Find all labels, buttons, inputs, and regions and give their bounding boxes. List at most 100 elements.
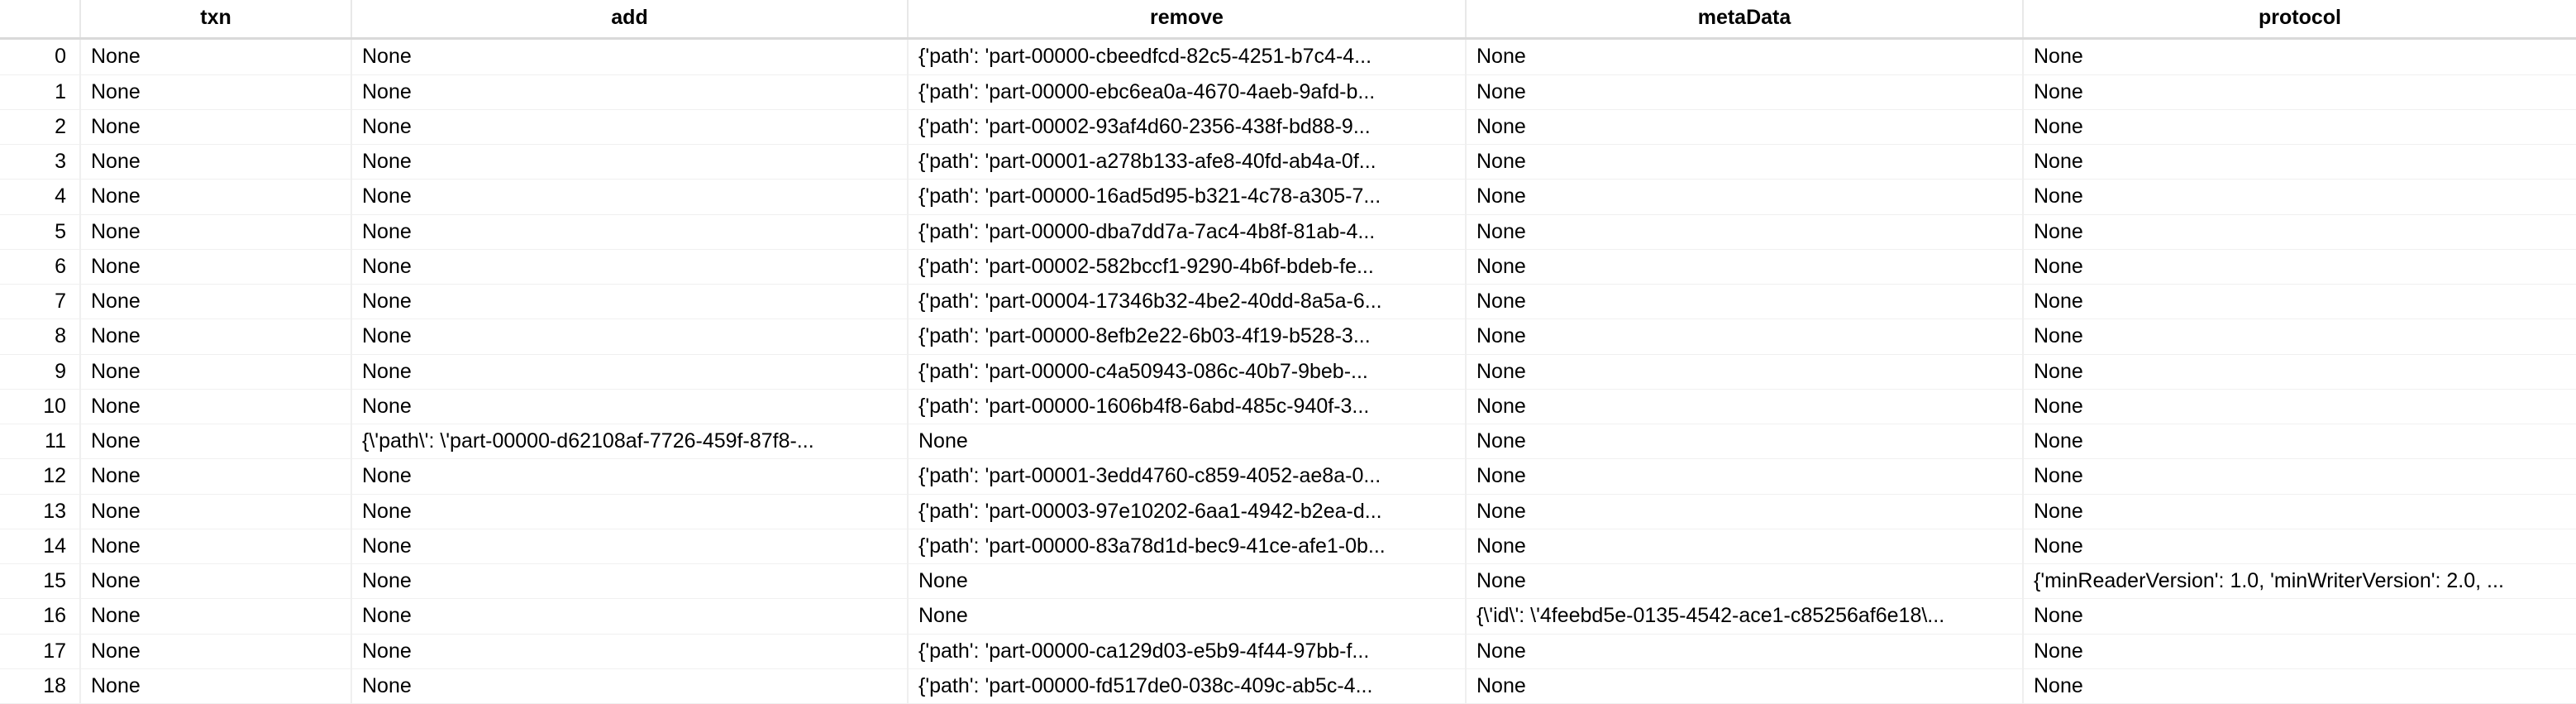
cell-protocol: None [2022,528,2576,564]
cell-protocol: None [2022,108,2576,145]
cell-protocol: None [2022,423,2576,459]
cell-remove: None [907,563,1466,599]
cell-remove: {'path': 'part-00000-c4a50943-086c-40b7-… [907,353,1466,390]
cell-remove: {'path': 'part-00000-ebc6ea0a-4670-4aeb-… [907,74,1466,110]
cell-protocol: None [2022,38,2576,74]
row-index: 13 [0,493,80,529]
cell-protocol: None [2022,388,2576,424]
row-index: 15 [0,563,80,599]
cell-protocol: None [2022,668,2576,704]
cell-remove: {'path': 'part-00000-ca129d03-e5b9-4f44-… [907,633,1466,669]
cell-metadata: None [1465,528,2023,564]
cell-metadata: None [1465,633,2023,669]
row-index: 4 [0,179,80,214]
cell-add: None [351,283,908,319]
table-row: 17 None None {'path': 'part-00000-ca129d… [0,633,2576,669]
row-index: 2 [0,108,80,145]
cell-remove: {'path': 'part-00000-83a78d1d-bec9-41ce-… [907,528,1466,564]
cell-txn: None [79,423,351,459]
table-row: 16 None None None {\'id\': \'4feebd5e-01… [0,598,2576,634]
row-index: 12 [0,458,80,494]
cell-add: None [351,633,908,669]
row-index: 0 [0,38,80,74]
row-index: 9 [0,353,80,390]
table-row: 8 None None {'path': 'part-00000-8efb2e2… [0,318,2576,354]
cell-add: None [351,353,908,390]
cell-txn: None [79,108,351,145]
column-header-protocol: protocol [2022,0,2576,41]
cell-remove: {'path': 'part-00000-1606b4f8-6abd-485c-… [907,388,1466,424]
cell-add: {\'path\': \'part-00000-d62108af-7726-45… [351,423,908,459]
cell-txn: None [79,563,351,599]
cell-remove: None [907,598,1466,634]
cell-remove: {'path': 'part-00001-a278b133-afe8-40fd-… [907,143,1466,180]
cell-txn: None [79,668,351,704]
table-row: 12 None None {'path': 'part-00001-3edd47… [0,458,2576,494]
table-row: 7 None None {'path': 'part-00004-17346b3… [0,283,2576,319]
cell-remove: {'path': 'part-00000-16ad5d95-b321-4c78-… [907,179,1466,214]
cell-add: None [351,213,908,250]
cell-metadata: None [1465,668,2023,704]
cell-txn: None [79,38,351,74]
row-index: 8 [0,318,80,354]
cell-metadata: None [1465,493,2023,529]
cell-txn: None [79,248,351,285]
cell-txn: None [79,213,351,250]
cell-add: None [351,318,908,354]
cell-add: None [351,248,908,285]
cell-txn: None [79,353,351,390]
cell-txn: None [79,598,351,634]
row-index: 1 [0,74,80,110]
cell-protocol: None [2022,353,2576,390]
row-index: 5 [0,213,80,250]
cell-add: None [351,108,908,145]
cell-metadata: None [1465,423,2023,459]
cell-txn: None [79,179,351,214]
cell-txn: None [79,74,351,110]
cell-protocol: {'minReaderVersion': 1.0, 'minWriterVers… [2022,563,2576,599]
cell-txn: None [79,633,351,669]
cell-add: None [351,493,908,529]
cell-metadata: None [1465,388,2023,424]
cell-txn: None [79,493,351,529]
table-row: 1 None None {'path': 'part-00000-ebc6ea0… [0,74,2576,110]
row-index: 18 [0,668,80,704]
row-index: 14 [0,528,80,564]
table-row: 3 None None {'path': 'part-00001-a278b13… [0,143,2576,180]
column-header-txn: txn [79,0,351,41]
table-row: 11 None {\'path\': \'part-00000-d62108af… [0,423,2576,459]
cell-protocol: None [2022,633,2576,669]
cell-protocol: None [2022,493,2576,529]
cell-remove: {'path': 'part-00003-97e10202-6aa1-4942-… [907,493,1466,529]
cell-add: None [351,528,908,564]
row-index: 3 [0,143,80,180]
table-row: 15 None None None None {'minReaderVersio… [0,563,2576,599]
table-row: 6 None None {'path': 'part-00002-582bccf… [0,248,2576,285]
cell-protocol: None [2022,74,2576,110]
cell-add: None [351,668,908,704]
table-row: 5 None None {'path': 'part-00000-dba7dd7… [0,213,2576,250]
cell-add: None [351,179,908,214]
cell-metadata: None [1465,248,2023,285]
cell-remove: None [907,423,1466,459]
cell-protocol: None [2022,248,2576,285]
cell-protocol: None [2022,143,2576,180]
cell-metadata: {\'id\': \'4feebd5e-0135-4542-ace1-c8525… [1465,598,2023,634]
cell-metadata: None [1465,143,2023,180]
cell-metadata: None [1465,108,2023,145]
cell-remove: {'path': 'part-00000-8efb2e22-6b03-4f19-… [907,318,1466,354]
cell-remove: {'path': 'part-00000-dba7dd7a-7ac4-4b8f-… [907,213,1466,250]
cell-add: None [351,458,908,494]
cell-protocol: None [2022,458,2576,494]
cell-protocol: None [2022,318,2576,354]
cell-remove: {'path': 'part-00002-582bccf1-9290-4b6f-… [907,248,1466,285]
cell-protocol: None [2022,598,2576,634]
cell-add: None [351,563,908,599]
table-row: 18 None None {'path': 'part-00000-fd517d… [0,668,2576,704]
cell-metadata: None [1465,38,2023,74]
cell-remove: {'path': 'part-00001-3edd4760-c859-4052-… [907,458,1466,494]
cell-add: None [351,74,908,110]
cell-add: None [351,38,908,74]
